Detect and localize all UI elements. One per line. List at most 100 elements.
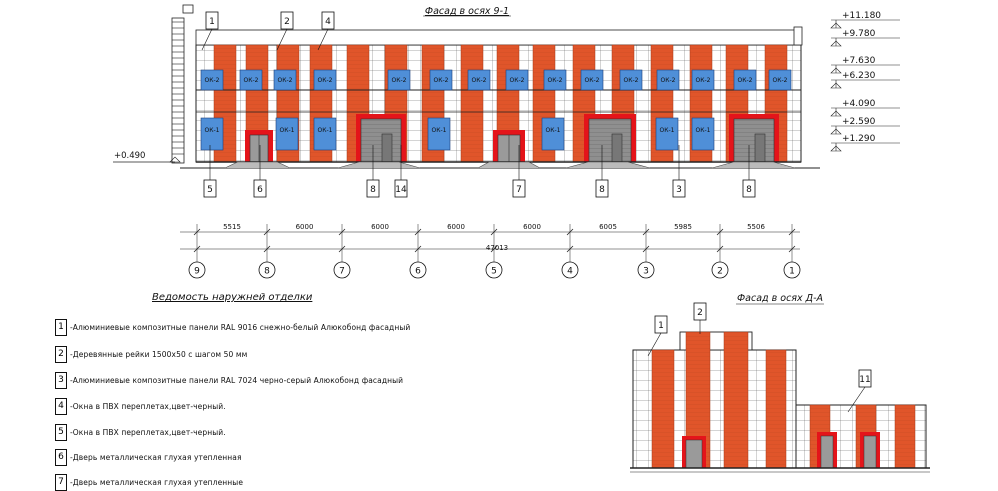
level-mark: +6.230 [830,71,900,89]
callout: 5 [203,145,217,198]
level-mark: +11.180 [830,11,900,29]
svg-text:ОК-2: ОК-2 [510,77,525,84]
callout: 2 [276,11,294,51]
svg-text:ОК-2: ОК-2 [624,77,639,84]
svg-text:ОК-2: ОК-2 [244,77,259,84]
svg-text:3: 3 [643,267,649,277]
window-ok2: ОК-2 [733,69,757,91]
window-ok2: ОК-2 [543,69,567,91]
axis-marker: 9 [188,256,206,279]
ground-level-text: +0.490 [114,151,145,161]
window-ok1: ОК-1 [275,117,299,151]
svg-text:ОК-2: ОК-2 [205,77,220,84]
dimension-text: 5515 [223,223,241,231]
main-facade-title: Фасад в осях 9-1 [425,6,509,17]
callout: 11 [847,369,872,413]
gate-red-frame [584,114,636,163]
dimension-text: 6000 [523,223,541,231]
legend-item-number: 3 [55,371,67,389]
legend-item-number: 7 [55,473,67,491]
legend-item: 7-Дверь металлическая глухая утепленные [55,473,244,491]
axis-marker: 8 [258,256,276,279]
svg-text:ОК-2: ОК-2 [585,77,600,84]
legend-item: 4-Окна в ПВХ переплетах,цвет-черный. [55,397,226,415]
callout: 1 [201,11,219,51]
svg-text:+9.780: +9.780 [842,29,876,39]
side-facade [630,331,930,473]
svg-text:1: 1 [209,17,215,27]
legend-item-number: 6 [55,448,67,466]
roof-ladder [171,17,185,164]
level-mark: +4.090 [830,99,900,117]
svg-text:1: 1 [658,321,664,331]
window-ok2: ОК-2 [580,69,604,91]
callout: 6 [253,145,267,198]
legend-item-number: 2 [55,345,67,363]
legend-item-text: -Дверь металлическая глухая утепленные [70,477,244,487]
legend-item: 6-Дверь металлическая глухая утепленная [55,448,242,466]
window-ok2: ОК-2 [313,69,337,91]
axis-marker: 4 [561,256,579,279]
window-ok2: ОК-2 [239,69,263,91]
window-ok1: ОК-1 [200,117,224,151]
svg-text:ОК-1: ОК-1 [660,127,675,134]
axis-marker: 3 [637,256,655,279]
svg-text:ОК-2: ОК-2 [318,77,333,84]
window-ok1: ОК-1 [691,117,715,151]
legend-item-text: -Дверь металлическая глухая утепленная [70,452,242,462]
axis-marker: 6 [409,256,427,279]
legend-title: Ведомость наружней отделки [152,292,313,303]
callout: 3 [672,145,686,198]
total-dimension: 47013 [486,244,508,252]
svg-text:7: 7 [339,267,345,277]
window-ok1: ОК-1 [427,117,451,151]
callout: 2 [693,302,707,334]
svg-text:+4.090: +4.090 [842,99,876,109]
svg-text:6: 6 [257,185,263,195]
callout: 4 [317,11,335,51]
legend-item-text: -Алюминиевые композитные панели RAL 9016… [70,322,411,332]
svg-text:2: 2 [284,17,290,27]
window-ok2: ОК-2 [656,69,680,91]
svg-text:+6.230: +6.230 [842,71,876,81]
door-red-frame [493,130,525,163]
svg-text:ОК-2: ОК-2 [773,77,788,84]
legend-item-text: -Окна в ПВХ переплетах,цвет-черный. [70,401,226,411]
window-ok2: ОК-2 [200,69,224,91]
level-mark: +1.290 [830,134,900,152]
dimension-text: 6005 [599,223,617,231]
legend-item-number: 5 [55,423,67,441]
level-marks: +11.180+9.780 +7.630 +6.230 +4.090 +2.590 +1.… [830,11,900,152]
level-mark: +9.780 [830,29,900,47]
svg-text:ОК-1: ОК-1 [696,127,711,134]
legend-item: 3-Алюминиевые композитные панели RAL 702… [55,371,404,389]
svg-text:ОК-1: ОК-1 [280,127,295,134]
window-ok2: ОК-2 [505,69,529,91]
svg-text:5: 5 [207,185,213,195]
svg-text:ОК-2: ОК-2 [696,77,711,84]
brick-strip [460,44,484,163]
svg-text:ОК-2: ОК-2 [392,77,407,84]
legend-item-number: 1 [55,318,67,336]
window-ok2: ОК-2 [429,69,453,91]
level-mark: +2.590 [830,117,900,135]
gate-red-frame [729,114,779,163]
axis-marker: 1 [783,256,801,279]
legend-item: 2-Деревянные рейки 1500х50 с шагом 50 мм [55,345,248,363]
window-ok2: ОК-2 [768,69,792,91]
window-ok2: ОК-2 [691,69,715,91]
svg-text:+7.630: +7.630 [842,56,876,66]
svg-text:ОК-1: ОК-1 [205,127,220,134]
legend-item-text: -Деревянные рейки 1500х50 с шагом 50 мм [70,349,248,359]
svg-text:9: 9 [194,267,200,277]
legend-item-text: -Окна в ПВХ переплетах,цвет-черный. [70,427,226,437]
svg-text:8: 8 [746,185,752,195]
svg-text:2: 2 [717,267,723,277]
window-ok1: ОК-1 [541,117,565,151]
svg-text:+2.590: +2.590 [842,117,876,127]
legend-item-text: -Алюминиевые композитные панели RAL 7024… [70,375,404,385]
level-mark: +7.630 [830,56,900,74]
callout: 8 [595,145,609,198]
svg-text:ОК-1: ОК-1 [546,127,561,134]
